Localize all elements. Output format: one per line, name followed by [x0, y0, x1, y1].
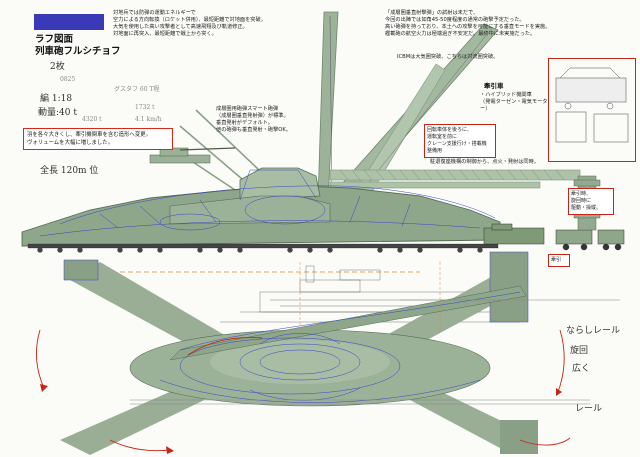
hand-right-3: 広く — [572, 364, 591, 374]
small-tank-sketch — [149, 147, 236, 164]
raised-barrel-main — [317, 11, 499, 201]
towing-explain-callout: 回転車体を後ろに、 運転室を前に クレーン支援行け・搭載機 整備用 — [424, 124, 496, 158]
hand-note-9: 4.1 km/h — [135, 116, 162, 123]
hand-note-4: 4320 t — [82, 116, 102, 123]
hand-note-5: 全長 120m 位 — [40, 166, 99, 176]
rotation-arrows — [36, 329, 571, 452]
hand-note-2: 編 1:18 — [40, 94, 73, 104]
page-title: ラフ図面 列車砲フルシチョフ — [35, 34, 121, 57]
note-top-center: 対地兵では防弾の運動エネルギーで 空力による方向転換（ロケット併用）、最短距離で… — [113, 10, 266, 37]
towing-tag-2: 牽引 — [548, 254, 570, 267]
hand-note-3: 動量:40 t — [38, 108, 77, 118]
towing-detail-frame — [548, 58, 636, 162]
hand-note-1: 2枚 — [50, 62, 65, 72]
hand-right-2: 旋回 — [570, 346, 589, 356]
hand-note-6: 0825 — [60, 76, 76, 83]
title-bar — [34, 14, 104, 30]
towing-locomotive — [483, 223, 625, 251]
guide-lines — [299, 262, 441, 330]
lattice-beam — [329, 169, 581, 189]
hand-note-8: 1732 t — [135, 104, 155, 111]
hand-right-4: レール — [575, 404, 603, 414]
bogies — [27, 243, 499, 253]
towing-sub: ・ハイブリッド機関車 （発電ターゼン・電気モーター） — [480, 92, 548, 112]
towing-tag-1: 牽引時、 旋回時に 駆動・操縦。 — [568, 188, 614, 215]
towing-detail-sketch — [555, 67, 629, 143]
hand-right-1: ならしレール — [566, 326, 621, 336]
note-top-right: 「成層圏垂直射撃弾」の試射は未だで、 今回の出陣では如角45-50度程度の通常の… — [385, 10, 551, 37]
railgun-side-body — [21, 167, 501, 247]
red-box-note: 羽を各々大きくし、牽引機関車を含む造形へ変更。 ヴォリュームを大幅に増しました。 — [23, 128, 173, 150]
top-view-gun — [60, 251, 620, 455]
arrow-heads — [40, 384, 562, 454]
note-mid: 成層圏用砲弾スマート砲弾 （成層圏垂直発射弾）が標準。 垂直発射がデフォルト。 … — [216, 106, 291, 133]
hand-note-7: グスタフ 60 T程 — [114, 86, 160, 93]
towing-heading: 牽引車 — [484, 82, 504, 90]
lattice-cross — [339, 169, 565, 181]
note-icbm: ICBMは大気圏突破、こちらは対流圏突破。 — [397, 54, 499, 60]
